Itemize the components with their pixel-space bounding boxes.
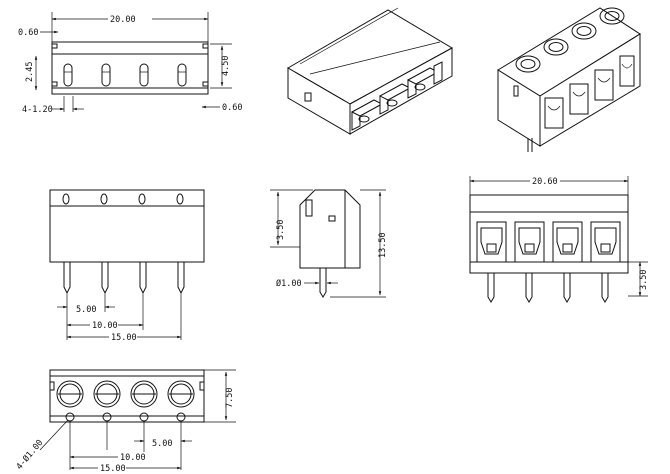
dim-bottom-span-three: 15.00 — [100, 464, 126, 474]
dim-top-left-height: 2.45 — [25, 62, 35, 82]
dim-bottom-pitch: 5.00 — [152, 439, 172, 449]
dim-side-height-right: 13.50 — [378, 232, 388, 258]
dim-side-pin-diameter: Ø1.00 — [276, 278, 302, 289]
dim-top-pins: 4-1.20 — [22, 105, 53, 115]
iso-view-1 — [287, 7, 454, 135]
dim-side-height-left: 3.50 — [276, 220, 286, 240]
dim-front-span-three: 15.00 — [111, 333, 137, 343]
top-plan-view: 20.00 0.60 2.45 4.50 — [18, 12, 242, 115]
dim-top-right-offset: 0.60 — [222, 103, 242, 113]
dim-top-width: 20.00 — [110, 15, 136, 25]
dim-front-pitch: 5.00 — [76, 305, 96, 315]
dim-bottom-span-two: 10.00 — [120, 453, 146, 463]
dim-right-width: 20.60 — [532, 177, 558, 187]
dim-bottom-depth: 7.50 — [225, 388, 235, 408]
dim-right-height: 3.50 — [639, 270, 649, 290]
front-view: 5.00 10.00 15.00 — [49, 189, 205, 343]
dim-front-span-two: 10.00 — [92, 321, 118, 331]
side-view: 3.50 13.50 Ø1.00 — [270, 189, 388, 298]
iso-view-2 — [497, 7, 641, 152]
rear-view: 20.60 3.50 — [469, 176, 649, 303]
dim-bottom-holes: 4-Ø1.00 — [14, 437, 45, 472]
bottom-view: 5.00 10.00 15.00 7.50 4-Ø1.00 — [14, 369, 236, 474]
dim-top-left-offset: 0.60 — [18, 28, 38, 38]
dim-top-right-height: 4.50 — [221, 56, 231, 76]
top-pins — [63, 63, 187, 87]
